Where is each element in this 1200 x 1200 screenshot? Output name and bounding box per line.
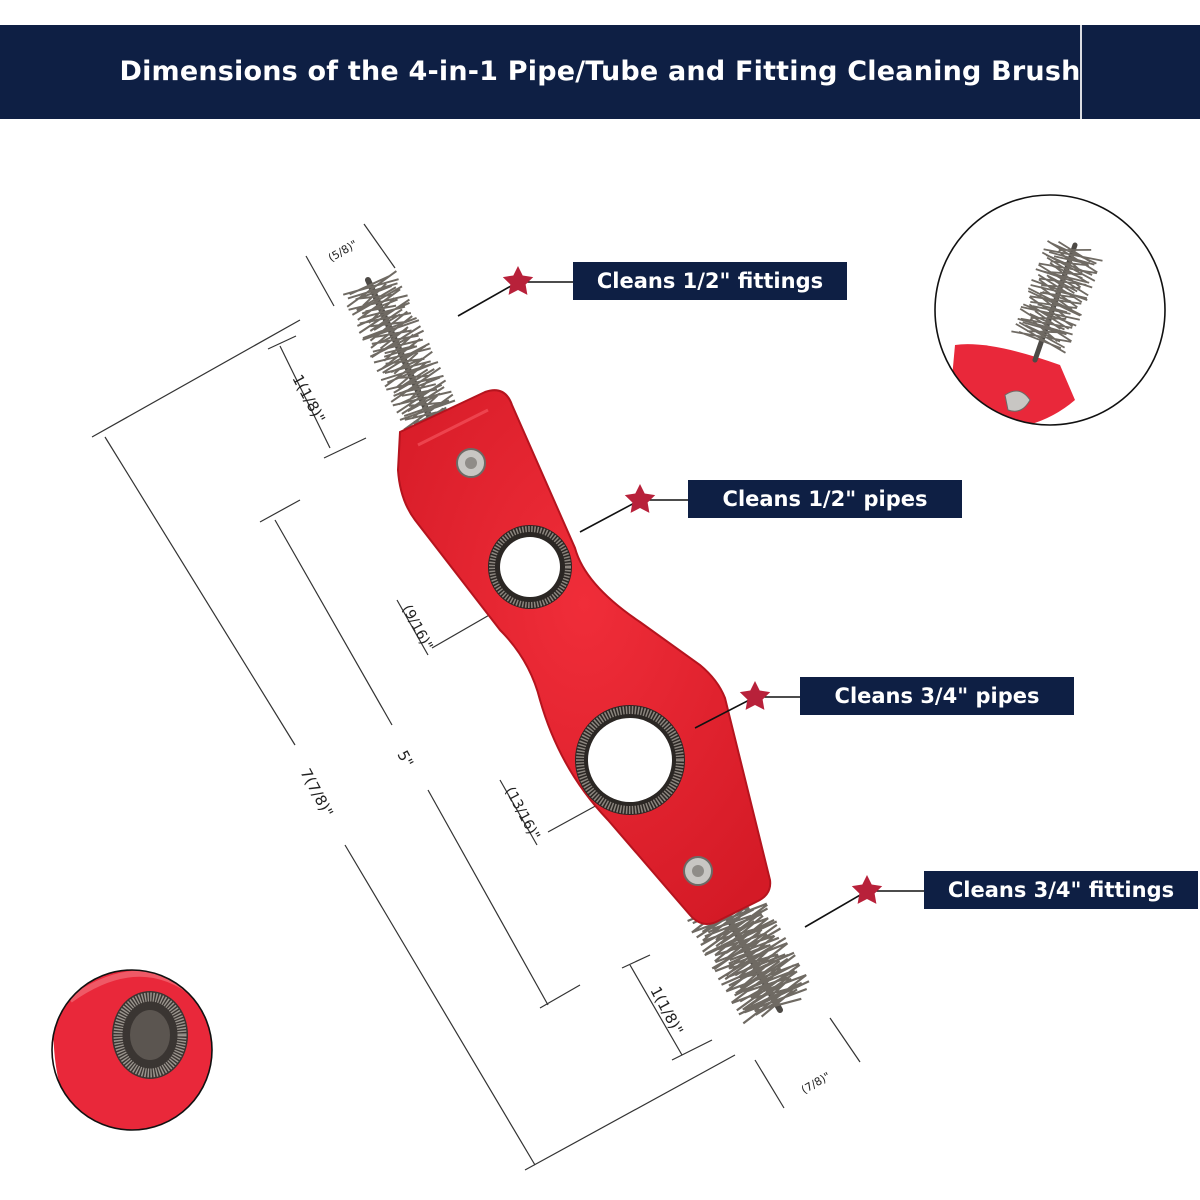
dim-top-brush-diameter: (5/8)" <box>326 238 360 265</box>
dim-bottom-brush-length: 1(1/8)" <box>646 983 686 1038</box>
top-wire-brush <box>342 270 456 443</box>
star-icon <box>624 484 656 513</box>
banner-divider <box>1080 25 1082 119</box>
star-icon <box>851 875 883 904</box>
screw-icon <box>456 448 486 478</box>
inset-hole-closeup <box>51 969 213 1131</box>
dimension-lines <box>91 223 861 1171</box>
dim-body-length: 5" <box>393 747 417 770</box>
inset-brush-closeup <box>934 194 1166 426</box>
dim-bottom-brush-diameter: (7/8)" <box>799 1070 833 1097</box>
dim-large-hole: (13/16)" <box>501 784 542 842</box>
callout-half-inch-fittings: Cleans 1/2" fittings <box>573 262 847 300</box>
star-icon <box>739 681 771 710</box>
callout-stars <box>502 266 883 904</box>
dim-top-brush-length: 1(1/8)" <box>288 371 328 426</box>
callout-three-quarter-pipes: Cleans 3/4" pipes <box>800 677 1074 715</box>
cleaning-tool-body <box>396 389 772 925</box>
callout-three-quarter-fittings: Cleans 3/4" fittings <box>924 871 1198 909</box>
large-pipe-hole <box>575 705 685 815</box>
page-title: Dimensions of the 4-in-1 Pipe/Tube and F… <box>119 56 1081 87</box>
star-icon <box>502 266 534 295</box>
title-banner: Dimensions of the 4-in-1 Pipe/Tube and F… <box>0 25 1200 119</box>
dim-overall-length: 7(7/8)" <box>296 765 336 820</box>
screw-icon <box>683 856 713 886</box>
dim-small-hole: (9/16)" <box>398 602 435 653</box>
small-pipe-hole <box>488 525 572 609</box>
callout-half-inch-pipes: Cleans 1/2" pipes <box>688 480 962 518</box>
